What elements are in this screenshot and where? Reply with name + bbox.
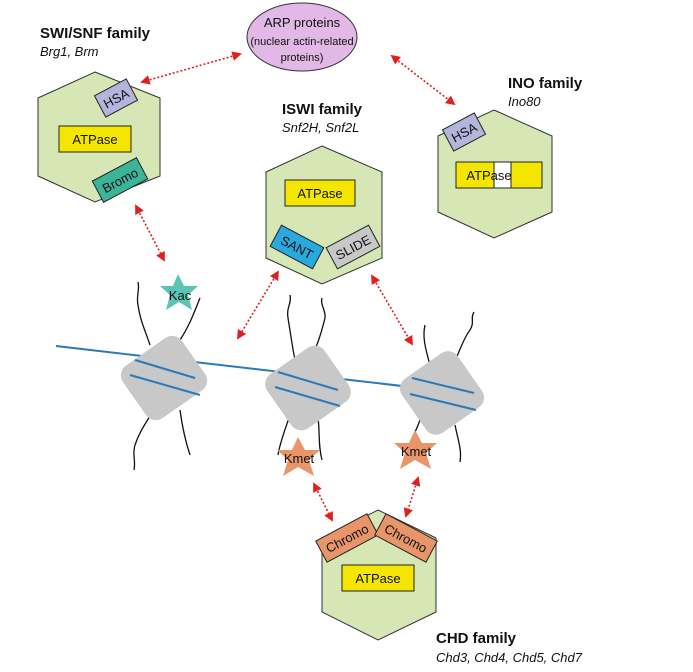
arrow-arp-ino [390,54,456,106]
kmet-star-2: Kmet [394,430,437,469]
arp-line-2: (nuclear actin-related [250,36,353,48]
kmet-star-1: Kmet [277,437,320,476]
swi-snf-hsa-box: HSA [93,78,139,118]
ino-title: INO family [508,75,583,92]
chd-atpase-label: ATPase [355,571,400,586]
arrow-iswi-nuc1 [237,270,279,340]
ino-subtitle: Ino80 [508,94,541,109]
swi-snf-atpase-box [58,125,132,153]
kac-star: Kac [160,274,198,310]
kmet-label-2: Kmet [401,444,432,459]
arp-proteins-ellipse [246,2,358,72]
arrow-arp-swi [140,51,242,85]
iswi-sant-box: SANT [269,224,325,270]
chd-atpase-box [341,564,415,592]
arrow-iswi-nuc3 [371,274,413,346]
nucleosome-3 [399,351,485,435]
iswi-hexagon [265,145,383,285]
arrow-kmet1-chd [313,482,333,522]
chd-subtitle: Chd3, Chd4, Chd5, Chd7 [436,650,583,665]
arrow-kmet2-chd [403,476,421,518]
nucleosome-1 [120,335,208,421]
ino-atpase-insert [493,161,512,189]
kmet-label-1: Kmet [284,451,315,466]
iswi-atpase-label: ATPase [297,186,342,201]
kac-label: Kac [169,288,192,303]
swi-snf-subtitle: Brg1, Brm [40,44,99,59]
iswi-title: ISWI family [282,101,363,118]
chd-title: CHD family [436,630,517,647]
nucleosome-2 [265,345,351,431]
arrow-swi-kac [135,204,165,262]
iswi-atpase-box [284,179,356,207]
arp-line-1: ARP proteins [264,15,341,30]
interaction-arrows [135,51,456,522]
ino-atpase-label: ATPase [466,168,511,183]
swi-snf-title: SWI/SNF family [40,25,151,42]
swi-snf-atpase-label: ATPase [72,132,117,147]
iswi-subtitle: Snf2H, Snf2L [282,120,359,135]
arp-line-3: proteins) [281,52,324,64]
ino-hsa-box: HSA [441,112,487,152]
